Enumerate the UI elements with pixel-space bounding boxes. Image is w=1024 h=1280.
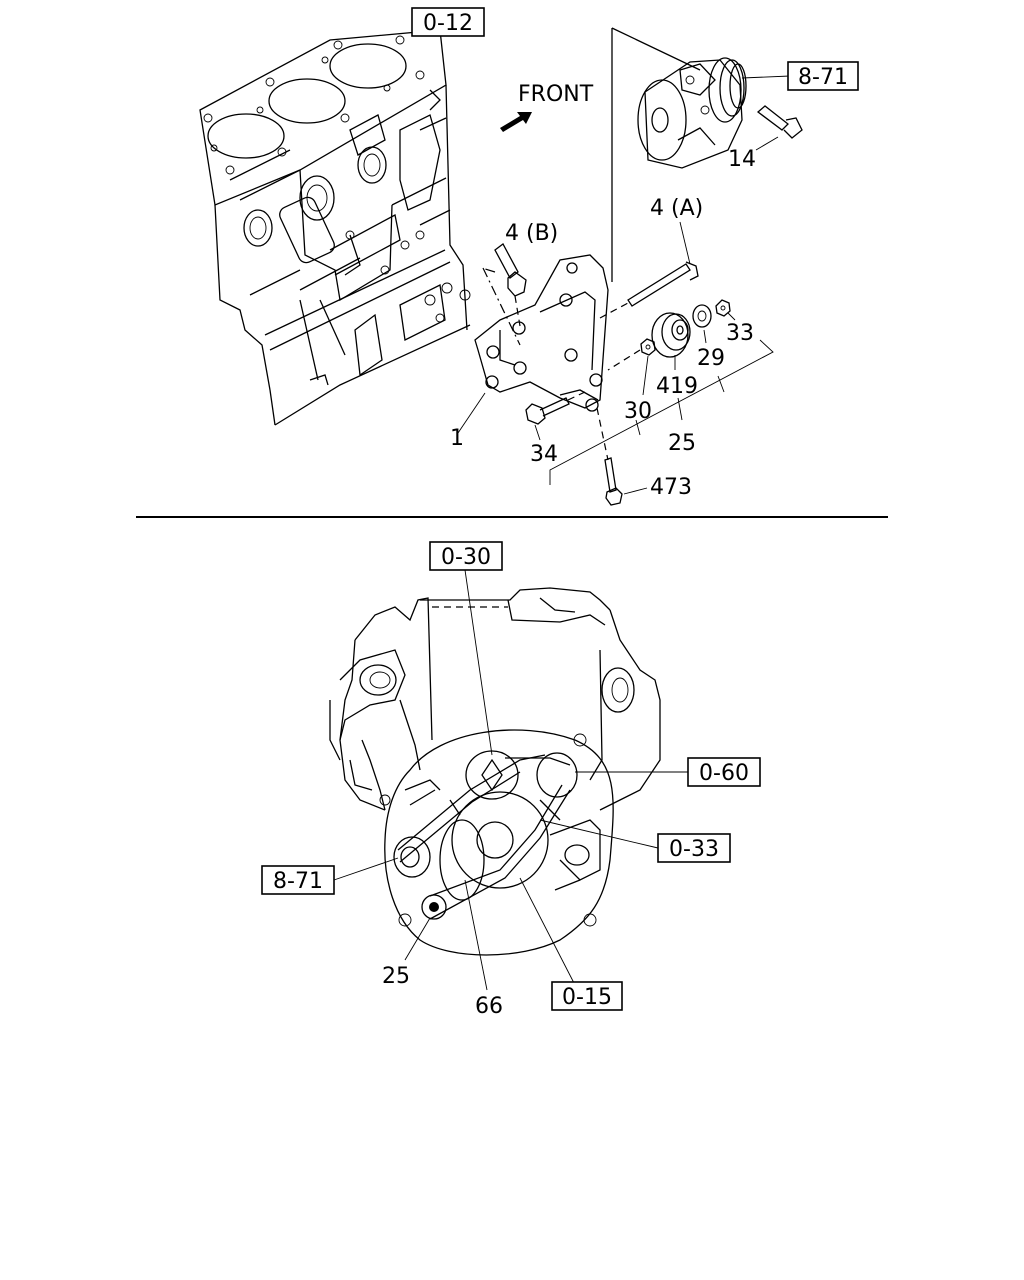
nut-33 — [715, 299, 731, 317]
callout-33: 33 — [726, 321, 754, 346]
svg-text:0-60: 0-60 — [699, 761, 749, 786]
callout-66: 66 — [475, 994, 503, 1019]
ref-box-block: 0-12 — [411, 7, 485, 37]
nut-30 — [640, 338, 656, 356]
ref-box-0-33: 0-33 — [657, 833, 731, 863]
washer-29 — [692, 304, 712, 328]
ref-box-0-30: 0-30 — [429, 541, 503, 571]
bolt-14 — [756, 105, 803, 139]
svg-text:0-12: 0-12 — [423, 11, 473, 36]
idler-pulley-419 — [651, 312, 691, 358]
svg-text:0-30: 0-30 — [441, 545, 491, 570]
callout-25-top: 25 — [668, 431, 696, 456]
callout-419: 419 — [656, 374, 698, 399]
ref-box-compressor: 8-71 — [787, 61, 859, 91]
svg-text:0-15: 0-15 — [562, 985, 612, 1010]
bolt-34 — [525, 397, 570, 425]
callout-34: 34 — [530, 442, 558, 467]
bolt-473 — [604, 457, 623, 506]
callout-25-bottom: 25 — [382, 964, 410, 989]
svg-text:8-71: 8-71 — [798, 65, 848, 90]
front-label: FRONT — [518, 82, 594, 107]
group-line-25 — [549, 339, 774, 485]
ref-box-0-15: 0-15 — [551, 981, 623, 1011]
stud-4a — [627, 261, 699, 307]
callout-1: 1 — [450, 426, 464, 451]
engine-front-drawing — [329, 587, 661, 956]
compressor-zone-outline — [611, 27, 701, 282]
engine-block-drawing — [199, 29, 471, 426]
svg-text:8-71: 8-71 — [273, 869, 323, 894]
ref-box-8-71: 8-71 — [261, 865, 335, 895]
ac-compressor-drawing — [637, 57, 747, 169]
ref-box-0-60: 0-60 — [687, 757, 761, 787]
callout-30: 30 — [624, 399, 652, 424]
callout-4a: 4 (A) — [650, 196, 703, 221]
bolt-4b — [494, 243, 527, 297]
svg-text:0-33: 0-33 — [669, 837, 719, 862]
callout-4b: 4 (B) — [505, 221, 558, 246]
bracket-part-1 — [474, 254, 609, 412]
callout-473: 473 — [650, 475, 692, 500]
callout-14: 14 — [728, 147, 756, 172]
front-arrow-icon — [500, 112, 532, 132]
callout-29: 29 — [697, 346, 725, 371]
